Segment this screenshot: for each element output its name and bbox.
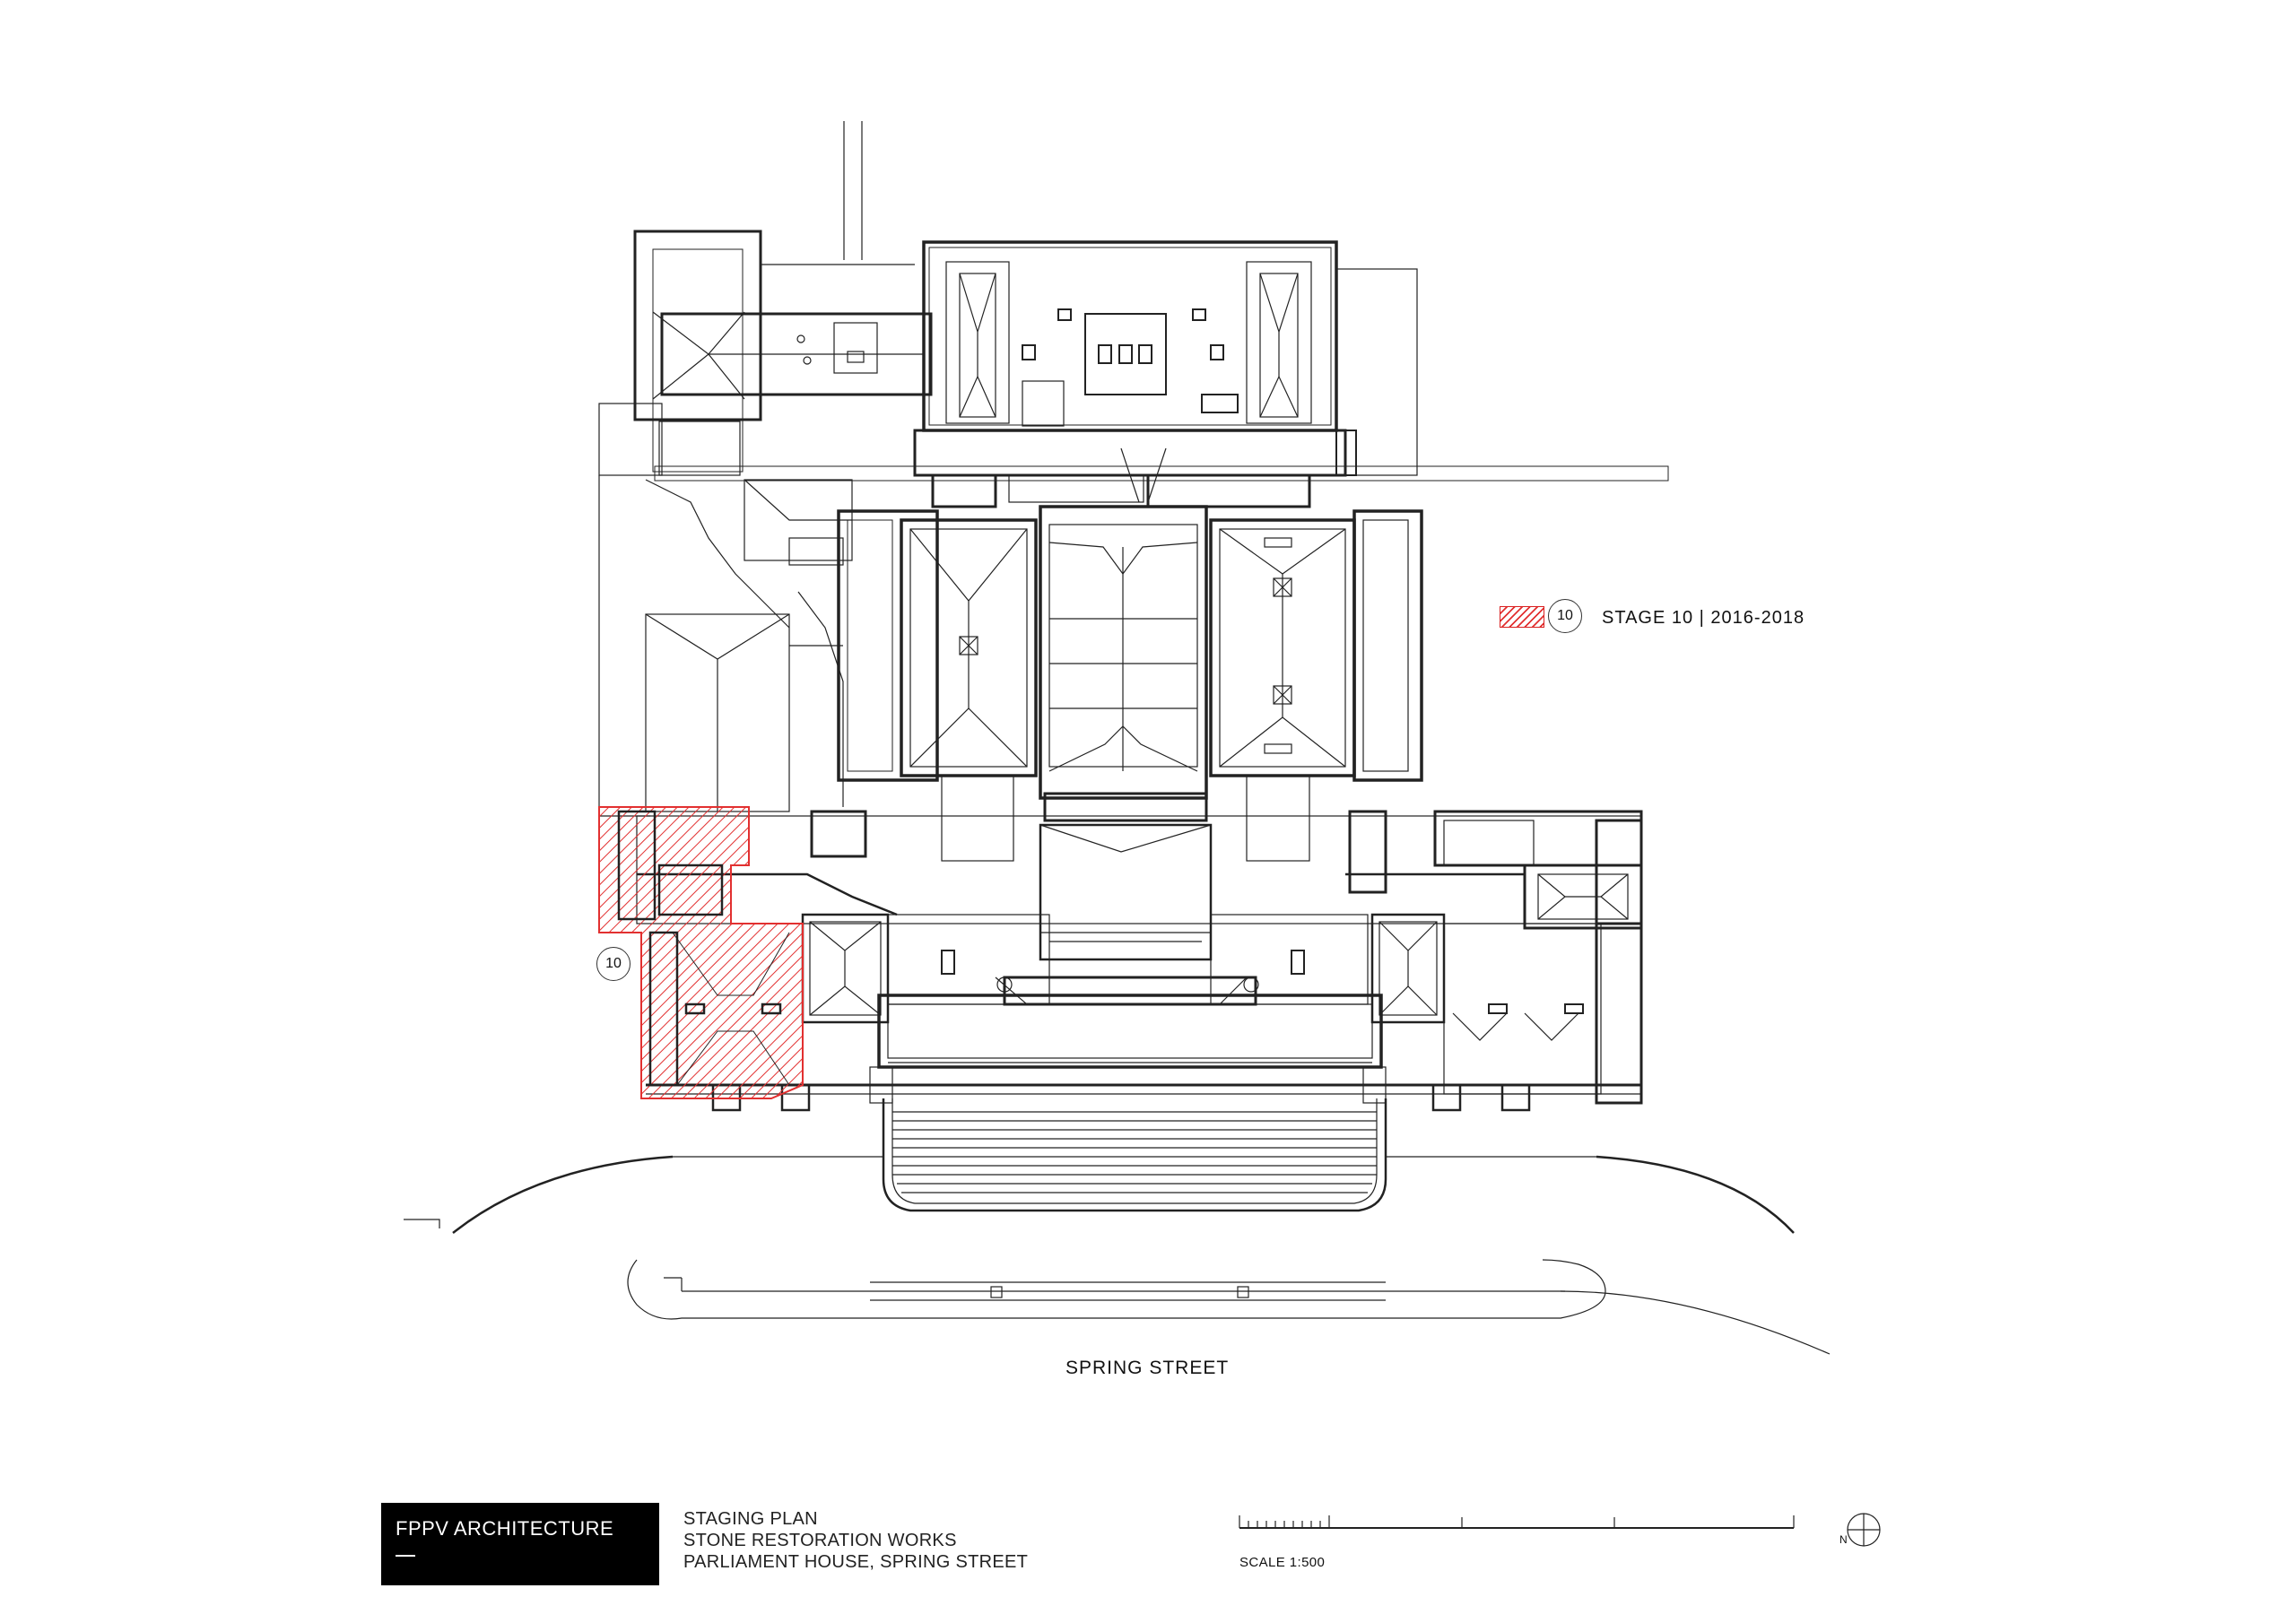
firm-name: FPPV ARCHITECTURE [396, 1517, 614, 1540]
legend-stage-number: 10 [1548, 599, 1582, 633]
logo-dash [396, 1555, 415, 1557]
north-arrow-icon [1847, 1513, 1881, 1547]
firm-logo-block: FPPV ARCHITECTURE [381, 1503, 659, 1585]
stage-10-hatched-area [598, 806, 804, 1099]
front-steps [882, 1098, 1387, 1212]
drawing-title-block: STAGING PLAN STONE RESTORATION WORKS PAR… [683, 1508, 1028, 1573]
hatch-swatch-icon [1500, 606, 1544, 628]
street-label: SPRING STREET [1065, 1358, 1230, 1378]
scale-label: SCALE 1:500 [1239, 1555, 1326, 1570]
central-chamber-block [837, 505, 1423, 862]
north-label: N [1839, 1533, 1848, 1546]
title-line-1: STAGING PLAN [683, 1509, 818, 1529]
scale-bar-icon [1239, 1515, 1795, 1529]
legend-stage-label: STAGE 10 | 2016-2018 [1602, 608, 1805, 628]
spring-street-roadway [404, 1155, 1831, 1355]
title-line-2: STONE RESTORATION WORKS [683, 1531, 957, 1550]
upper-corridor-band [654, 429, 1669, 508]
north-central-block [922, 240, 1418, 476]
east-wing [1370, 810, 1643, 1105]
west-low-rise-area [598, 475, 853, 817]
front-portico [646, 976, 1641, 1112]
north-west-wing [598, 230, 933, 476]
title-line-3: PARLIAMENT HOUSE, SPRING STREET [683, 1552, 1029, 1572]
stage-10-marker: 10 [596, 947, 631, 981]
